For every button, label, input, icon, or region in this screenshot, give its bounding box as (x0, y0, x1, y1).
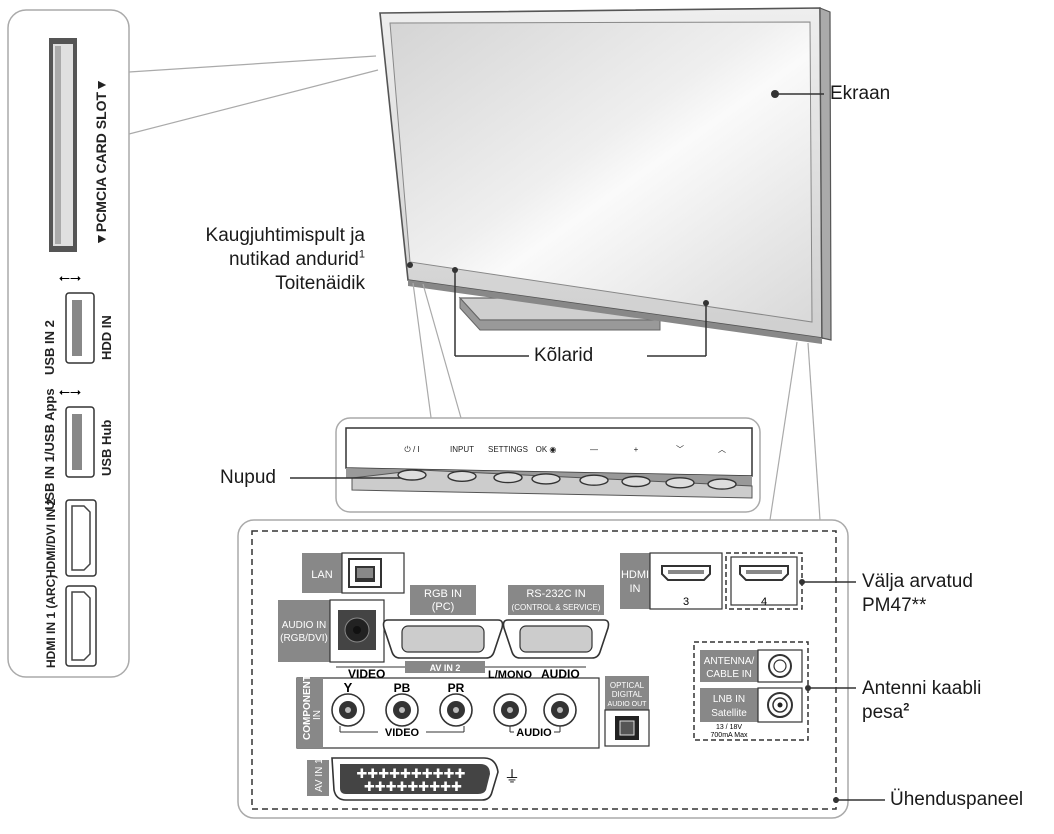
rca-jack-pin-4 (557, 707, 563, 713)
tv-button-7[interactable] (707, 478, 737, 490)
tv-button-label-5: + (634, 445, 639, 454)
hdmi-3-label: 3 (683, 596, 689, 608)
tv-button-0[interactable] (397, 469, 427, 481)
tv-button-label-1: INPUT (450, 445, 474, 454)
lnb-label-4: 700mA Max (711, 732, 748, 739)
tv-button-label-2: SETTINGS (488, 445, 528, 454)
usbhub-label: USB Hub (99, 420, 114, 476)
remote-line-1: Kaugjuhtimispult ja (205, 225, 365, 246)
button-zoom (290, 417, 761, 513)
tv-button-5[interactable] (621, 475, 651, 488)
svg-text:✚✚✚✚✚✚✚✚✚: ✚✚✚✚✚✚✚✚✚ (364, 779, 462, 794)
optical-label-2: DIGITAL (612, 690, 643, 699)
valja-line-2: PM47** (862, 595, 927, 616)
tv-button-label-0: ⏻ / I (404, 445, 419, 454)
video-bottom-label: VIDEO (385, 727, 420, 739)
audio-in-label: AUDIO IN (282, 620, 326, 631)
lnb-label-1: LNB IN (713, 694, 745, 705)
antenni-line-2: pesa (862, 702, 904, 723)
valja-label: Välja arvatud PM47** (862, 570, 973, 618)
uhenduspaneel-label: Ühenduspaneel (890, 789, 1024, 810)
component-in-label: IN (312, 710, 323, 720)
hdmi1-label: HDMI IN 1 (ARC) (44, 575, 58, 668)
connection-panel: LAN AUDIO IN (RGB/DVI) RGB IN (PC) RS-23… (237, 519, 885, 819)
tv-button-label-7: ︿ (718, 445, 726, 454)
tv-unit (379, 7, 832, 344)
video-label: VIDEO (348, 667, 385, 681)
tv-button-label-4: — (590, 445, 598, 454)
pb-label: PB (394, 681, 411, 695)
tv-button-1[interactable] (447, 470, 477, 482)
tv-button-6[interactable] (665, 477, 695, 489)
usb-icon: ⭠⭢ (59, 269, 81, 285)
ground-icon: ⏚ (504, 768, 520, 786)
usb-icon-2: ⭠⭢ (59, 383, 81, 399)
tv-button-2[interactable] (493, 471, 523, 484)
optical-label-3: AUDIO OUT (608, 701, 648, 708)
audio-bottom-label: AUDIO (516, 727, 552, 739)
side-connector-panel: ▼PCMCIA CARD SLOT▼ ⭠⭢ USB IN 2 HDD IN ⭠⭢… (7, 9, 379, 678)
rca-jack-pin-1 (399, 707, 405, 713)
usb2-label: USB IN 2 (42, 320, 57, 375)
pr-label: PR (448, 681, 465, 695)
valja-line-1: Välja arvatud (862, 571, 973, 592)
lnb-label-3: 13 / 18V (716, 724, 742, 731)
hdmi-4-label: 4 (761, 596, 767, 608)
rca-jack-pin-3 (507, 707, 513, 713)
rca-jack-pin-0 (345, 707, 351, 713)
rs232-sub-label: (CONTROL & SERVICE) (512, 603, 601, 612)
lnb-label-2: Satellite (711, 708, 747, 719)
pcmcia-label: ▼PCMCIA CARD SLOT▼ (93, 78, 109, 246)
tv-button-4[interactable] (579, 474, 609, 486)
tv-button-label-3: OK ◉ (536, 445, 557, 454)
hdmi-in-label: HDMI (621, 569, 649, 581)
tv-button-label-6: ﹀ (676, 445, 684, 454)
remote-sensor-label: Kaugjuhtimispult ja nutikad andurid1 Toi… (140, 224, 365, 296)
antenna-label-2: CABLE IN (706, 669, 752, 680)
ekraan-label: Ekraan (830, 83, 891, 104)
lmono-label: L/MONO (488, 669, 532, 681)
audio-label: AUDIO (541, 667, 580, 681)
y-label: Y (344, 680, 353, 695)
av-in2-label: AV IN 2 (430, 663, 461, 673)
optical-label-1: OPTICAL (610, 681, 645, 690)
svg-text:✚✚✚✚✚✚✚✚✚✚: ✚✚✚✚✚✚✚✚✚✚ (357, 766, 466, 781)
antenna-label-1: ANTENNA/ (704, 656, 755, 667)
usb1-label: USB IN 1/USB Apps (42, 388, 57, 510)
kolarid-label: Kõlarid (534, 345, 594, 366)
audio-in-sub-label: (RGB/DVI) (280, 633, 328, 644)
antenni-footnote: 2 (903, 701, 910, 714)
rgb-in-label: RGB IN (424, 588, 462, 600)
nupud-label: Nupud (220, 467, 276, 488)
rca-jack-pin-2 (453, 707, 459, 713)
antenni-line-1: Antenni kaabli (862, 678, 982, 699)
rs232-label: RS-232C IN (526, 588, 585, 600)
button-row: ⏻ / I INPUT SETTINGS OK ◉ — + ﹀ ︿ (397, 445, 737, 490)
hdmi-in-label-2: IN (630, 583, 641, 595)
remote-footnote: 1 (358, 248, 365, 261)
hdmi2-label: HDMI/DVI IN 2 (44, 498, 58, 578)
power-indicator-label: Toitenäidik (275, 273, 365, 294)
component-label: COMPONENT (302, 675, 313, 740)
rgb-pc-label: (PC) (432, 601, 455, 613)
hddin-label: HDD IN (99, 315, 114, 360)
av-in1-label: AV IN 1 (314, 758, 325, 792)
tv-button-3[interactable] (531, 473, 561, 485)
antenni-label: Antenni kaabli pesa2 (862, 677, 981, 725)
lan-label: LAN (311, 569, 332, 581)
remote-line-2: nutikad andurid (228, 249, 359, 270)
